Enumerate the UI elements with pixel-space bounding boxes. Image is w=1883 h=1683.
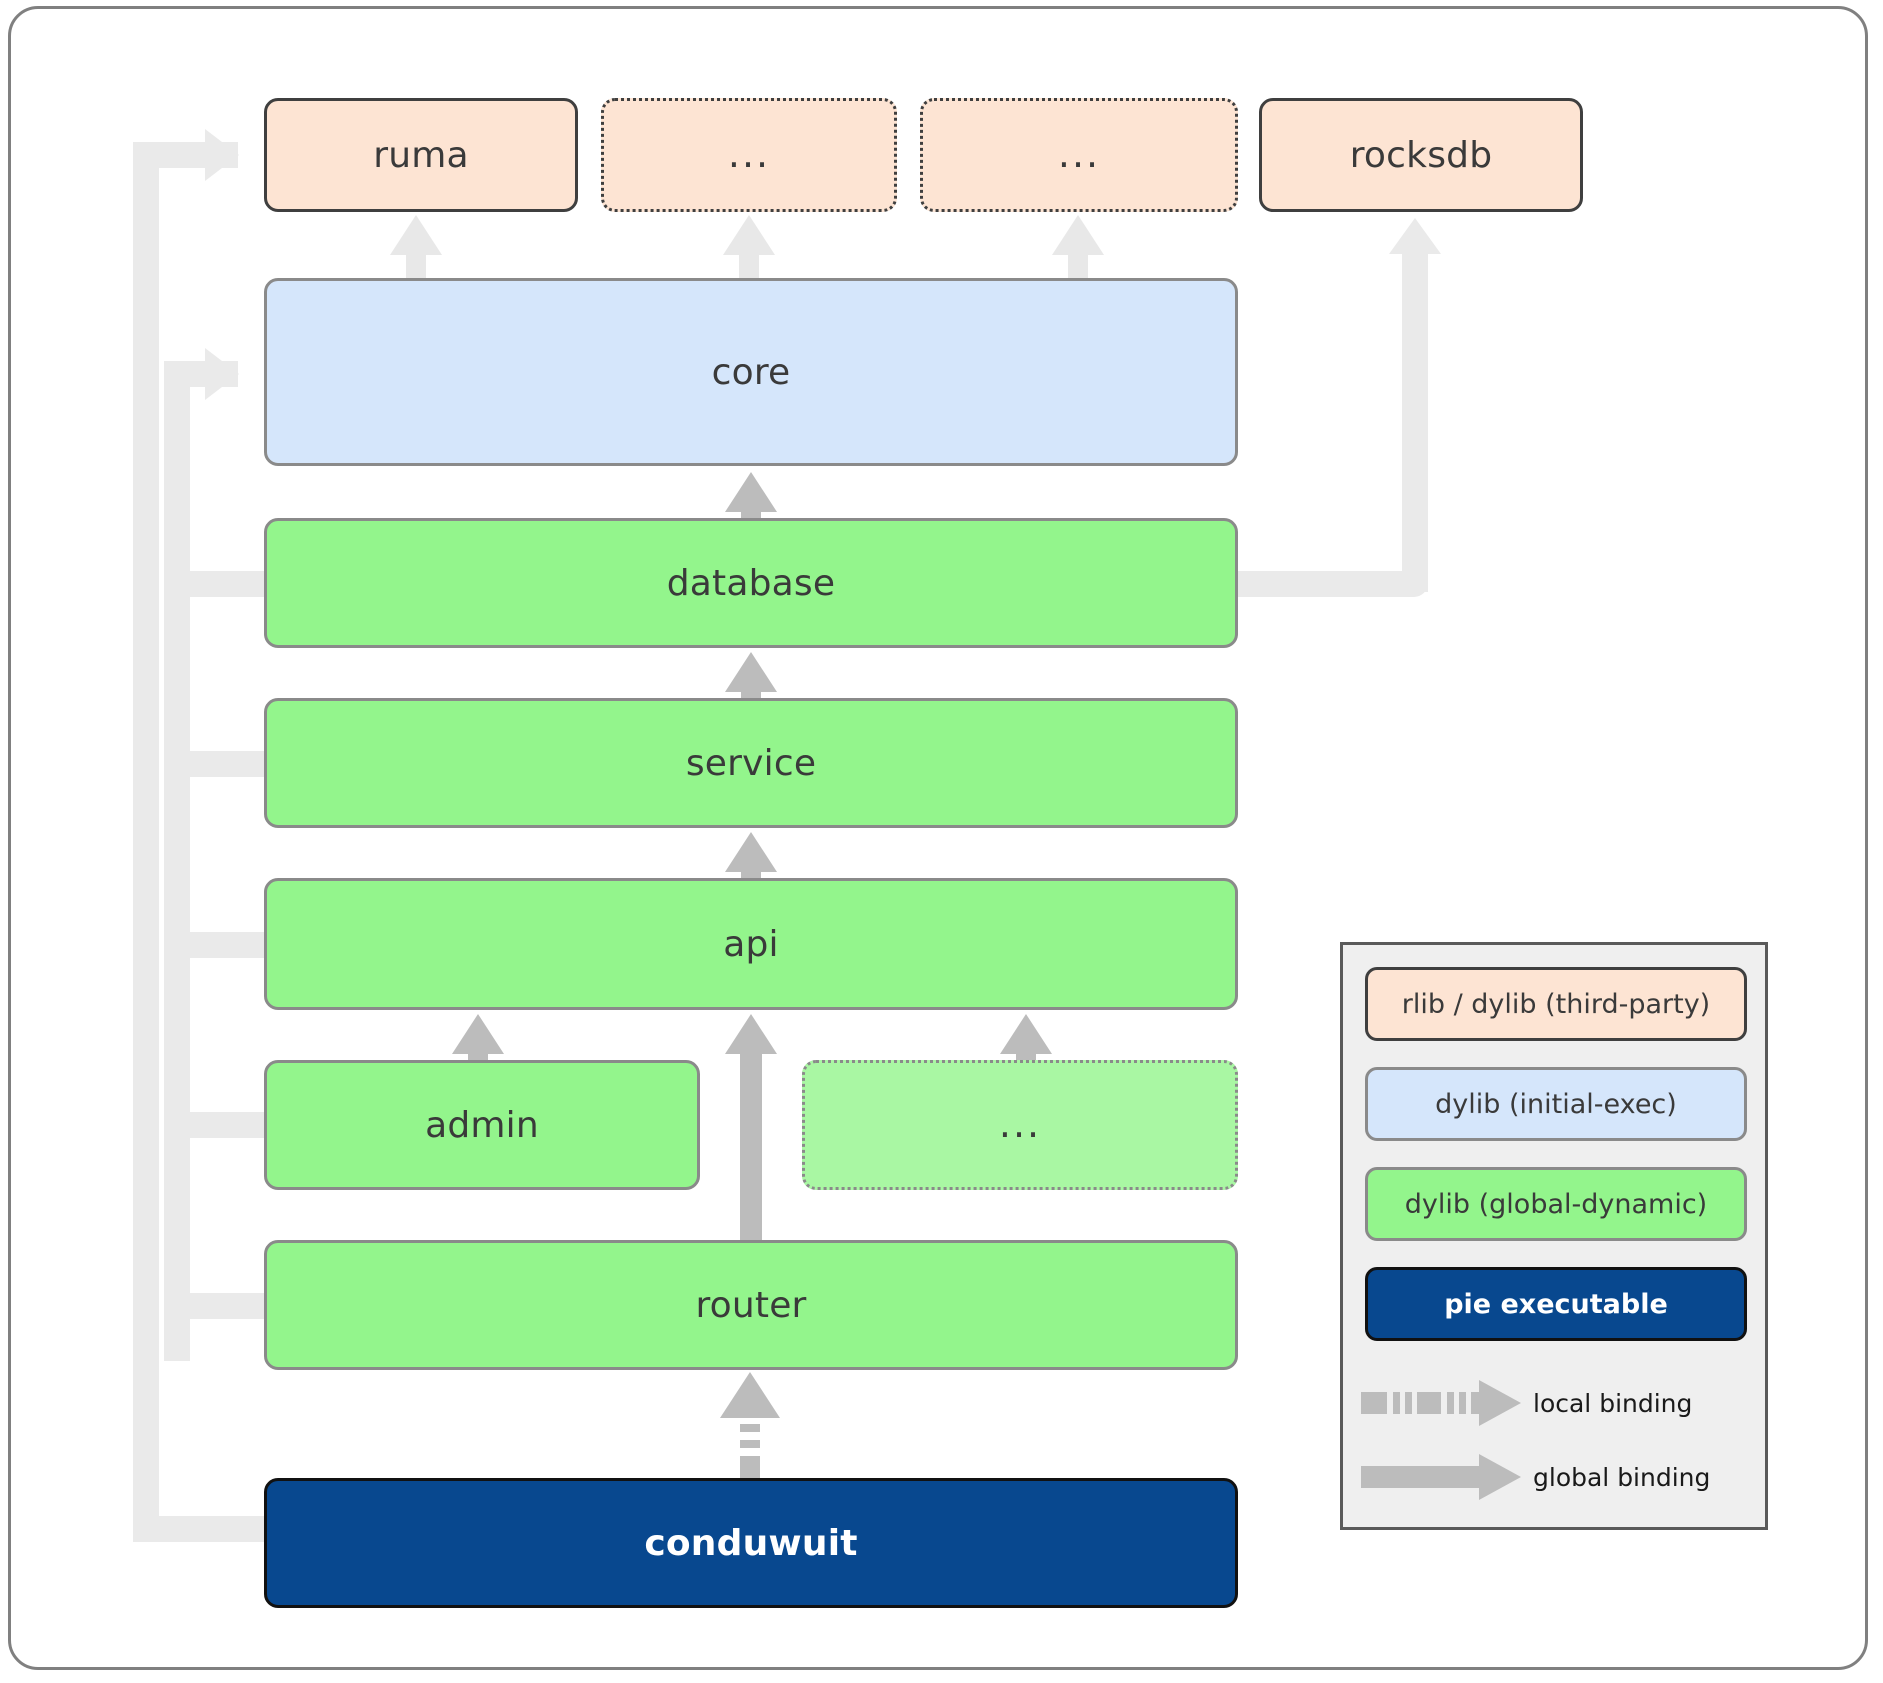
node-ruma[interactable]: ruma: [264, 98, 578, 212]
node-third-ellipsis-1[interactable]: ...: [601, 98, 897, 212]
legend-item-global-dynamic: dylib (global-dynamic): [1365, 1167, 1747, 1241]
arrow-core-to-ruma: [390, 215, 442, 280]
node-third-ellipsis-2-label: ...: [1057, 132, 1101, 177]
legend-binding-global: global binding: [1361, 1447, 1753, 1507]
connector-trunk-outer-bottom: [133, 1516, 273, 1542]
legend-item-third-party: rlib / dylib (third-party): [1365, 967, 1747, 1041]
local-binding-arrow-icon: [1361, 1380, 1521, 1426]
node-admin-ellipsis-label: ...: [998, 1102, 1042, 1147]
connector-database-to-rocksdb-horizontal: [1238, 571, 1428, 597]
node-router[interactable]: router: [264, 1240, 1238, 1370]
node-core[interactable]: core: [264, 278, 1238, 466]
arrow-router-to-api: [723, 1014, 779, 1264]
connector-arrowhead-ruma: [205, 129, 239, 181]
node-rocksdb-label: rocksdb: [1349, 134, 1493, 176]
connector-branch-service: [164, 751, 268, 777]
arrow-core-to-ellipsis-1: [723, 215, 775, 280]
node-router-label: router: [695, 1284, 807, 1326]
node-ruma-label: ruma: [373, 134, 469, 176]
arrow-conduwuit-to-router-local: [718, 1372, 782, 1482]
legend-item-initial-exec: dylib (initial-exec): [1365, 1067, 1747, 1141]
node-database-label: database: [666, 562, 836, 604]
legend-item-pie-executable-label: pie executable: [1444, 1288, 1668, 1320]
node-rocksdb[interactable]: rocksdb: [1259, 98, 1583, 212]
arrow-api-to-service: [725, 832, 777, 880]
legend-item-global-dynamic-label: dylib (global-dynamic): [1404, 1188, 1708, 1220]
connector-trunk-inner-vertical: [164, 361, 190, 1361]
connector-database-to-rocksdb-vertical: [1402, 252, 1428, 592]
node-third-ellipsis-1-label: ...: [727, 132, 771, 177]
node-service-label: service: [685, 742, 817, 784]
connector-branch-admin: [164, 1112, 268, 1138]
connector-branch-api: [164, 932, 268, 958]
node-database[interactable]: database: [264, 518, 1238, 648]
node-admin[interactable]: admin: [264, 1060, 700, 1190]
local-binding-label: local binding: [1533, 1388, 1693, 1418]
node-api[interactable]: api: [264, 878, 1238, 1010]
legend-item-pie-executable: pie executable: [1365, 1267, 1747, 1341]
node-conduwuit[interactable]: conduwuit: [264, 1478, 1238, 1608]
connector-branch-database: [164, 571, 268, 597]
connector-branch-router: [164, 1293, 268, 1319]
node-core-label: core: [711, 351, 791, 393]
node-admin-ellipsis[interactable]: ...: [802, 1060, 1238, 1190]
node-api-label: api: [723, 923, 779, 965]
global-binding-arrow-icon: [1361, 1454, 1521, 1500]
node-third-ellipsis-2[interactable]: ...: [920, 98, 1238, 212]
legend-panel: rlib / dylib (third-party) dylib (initia…: [1340, 942, 1768, 1530]
connector-trunk-outer-vertical: [133, 142, 159, 1542]
global-binding-label: global binding: [1533, 1462, 1711, 1492]
node-admin-label: admin: [425, 1104, 539, 1146]
legend-item-third-party-label: rlib / dylib (third-party): [1401, 988, 1711, 1020]
arrow-admin-to-api: [452, 1014, 504, 1068]
arrow-admin-ellipsis-to-api: [1000, 1014, 1052, 1068]
arrow-service-to-database: [725, 652, 777, 700]
connector-arrowhead-core: [205, 348, 239, 400]
legend-item-initial-exec-label: dylib (initial-exec): [1435, 1088, 1677, 1120]
arrow-database-to-core: [725, 472, 777, 520]
node-service[interactable]: service: [264, 698, 1238, 828]
arrow-core-to-ellipsis-2: [1052, 215, 1104, 280]
node-conduwuit-label: conduwuit: [644, 1522, 858, 1564]
legend-binding-local: local binding: [1361, 1373, 1753, 1433]
connector-arrowhead-rocksdb: [1389, 218, 1441, 254]
